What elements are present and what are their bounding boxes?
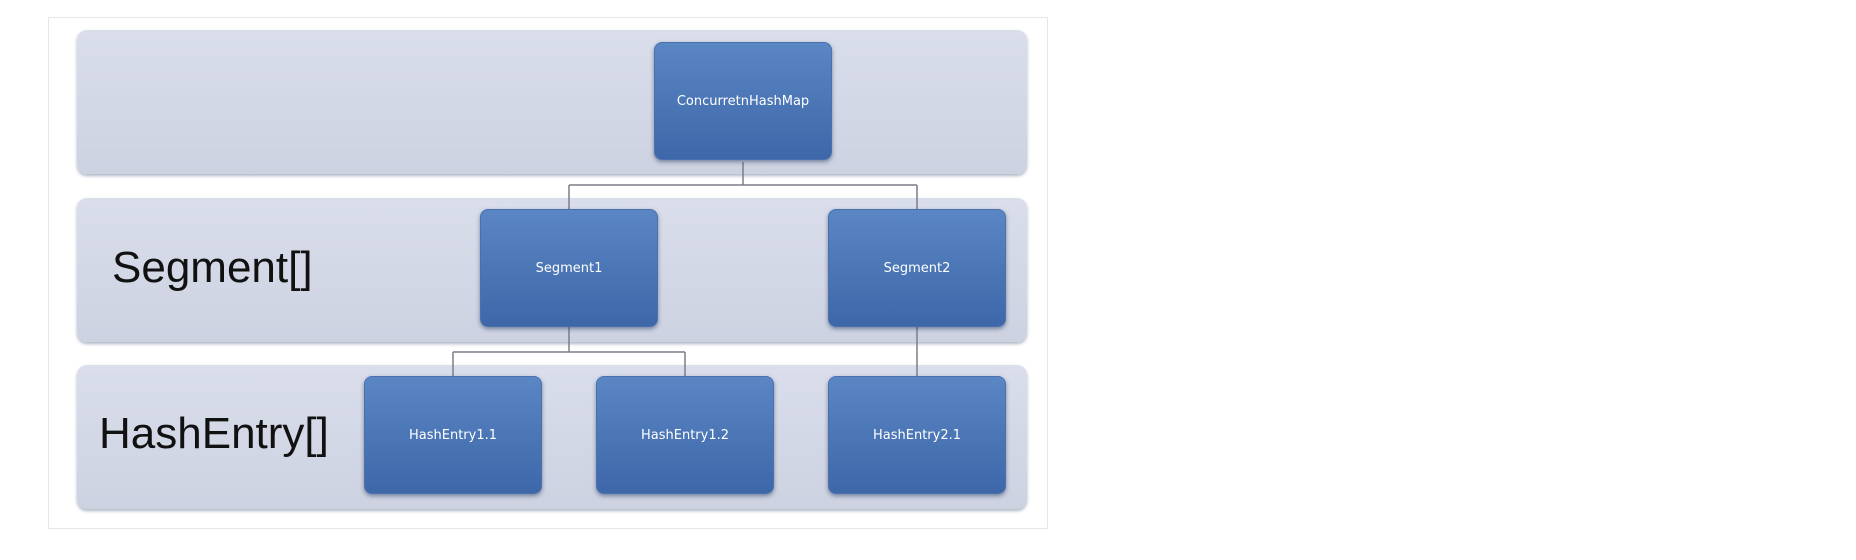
hashentry1-2-node: HashEntry1.2 (596, 376, 774, 494)
hashentry1-1-node: HashEntry1.1 (364, 376, 542, 494)
segment2-node: Segment2 (828, 209, 1006, 327)
hashentry-array-label: HashEntry[] (99, 409, 329, 458)
segment1-node: Segment1 (480, 209, 658, 327)
concurrenthashmap-node: ConcurretnHashMap (654, 42, 832, 160)
root-level-band (77, 30, 1027, 174)
hashentry2-1-node: HashEntry2.1 (828, 376, 1006, 494)
segment-array-label: Segment[] (112, 243, 313, 292)
